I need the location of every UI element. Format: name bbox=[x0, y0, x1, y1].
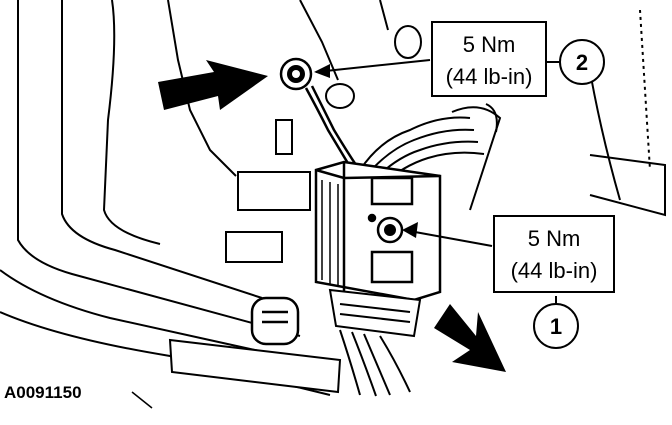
upper-direction-arrow bbox=[158, 60, 268, 110]
lower-direction-arrow bbox=[434, 304, 506, 372]
harness-tube bbox=[168, 338, 342, 394]
torque-lbin-label: (44 lb-in) bbox=[511, 258, 598, 283]
torque-nm-label: 5 Nm bbox=[463, 32, 516, 57]
torque-callout-1: 5 Nm (44 lb-in) bbox=[493, 215, 615, 293]
module-connector bbox=[328, 288, 422, 338]
torque-nm-label: 5 Nm bbox=[528, 226, 581, 251]
panel-hole bbox=[325, 25, 422, 109]
callout-number-label: 1 bbox=[550, 314, 562, 339]
panel-slots bbox=[225, 119, 311, 263]
module-bolt bbox=[376, 216, 404, 244]
torque-callout-2: 5 Nm (44 lb-in) bbox=[431, 21, 547, 97]
ground-ring-terminal bbox=[279, 57, 313, 91]
figure-id-tick bbox=[131, 391, 153, 409]
vehicle-body-outline bbox=[0, 0, 666, 396]
ground-wire bbox=[304, 85, 360, 171]
harness-plug bbox=[250, 296, 300, 346]
callout-number-2: 2 bbox=[559, 39, 605, 85]
callout-number-1: 1 bbox=[533, 303, 579, 349]
figure-id: A0091150 bbox=[4, 383, 82, 402]
direction-arrows bbox=[158, 60, 506, 372]
leader-arrowheads bbox=[314, 64, 418, 238]
torque-lbin-label: (44 lb-in) bbox=[446, 64, 533, 89]
callout-number-label: 2 bbox=[576, 50, 588, 75]
leader-lines bbox=[315, 59, 560, 306]
lower-harness bbox=[339, 329, 411, 397]
